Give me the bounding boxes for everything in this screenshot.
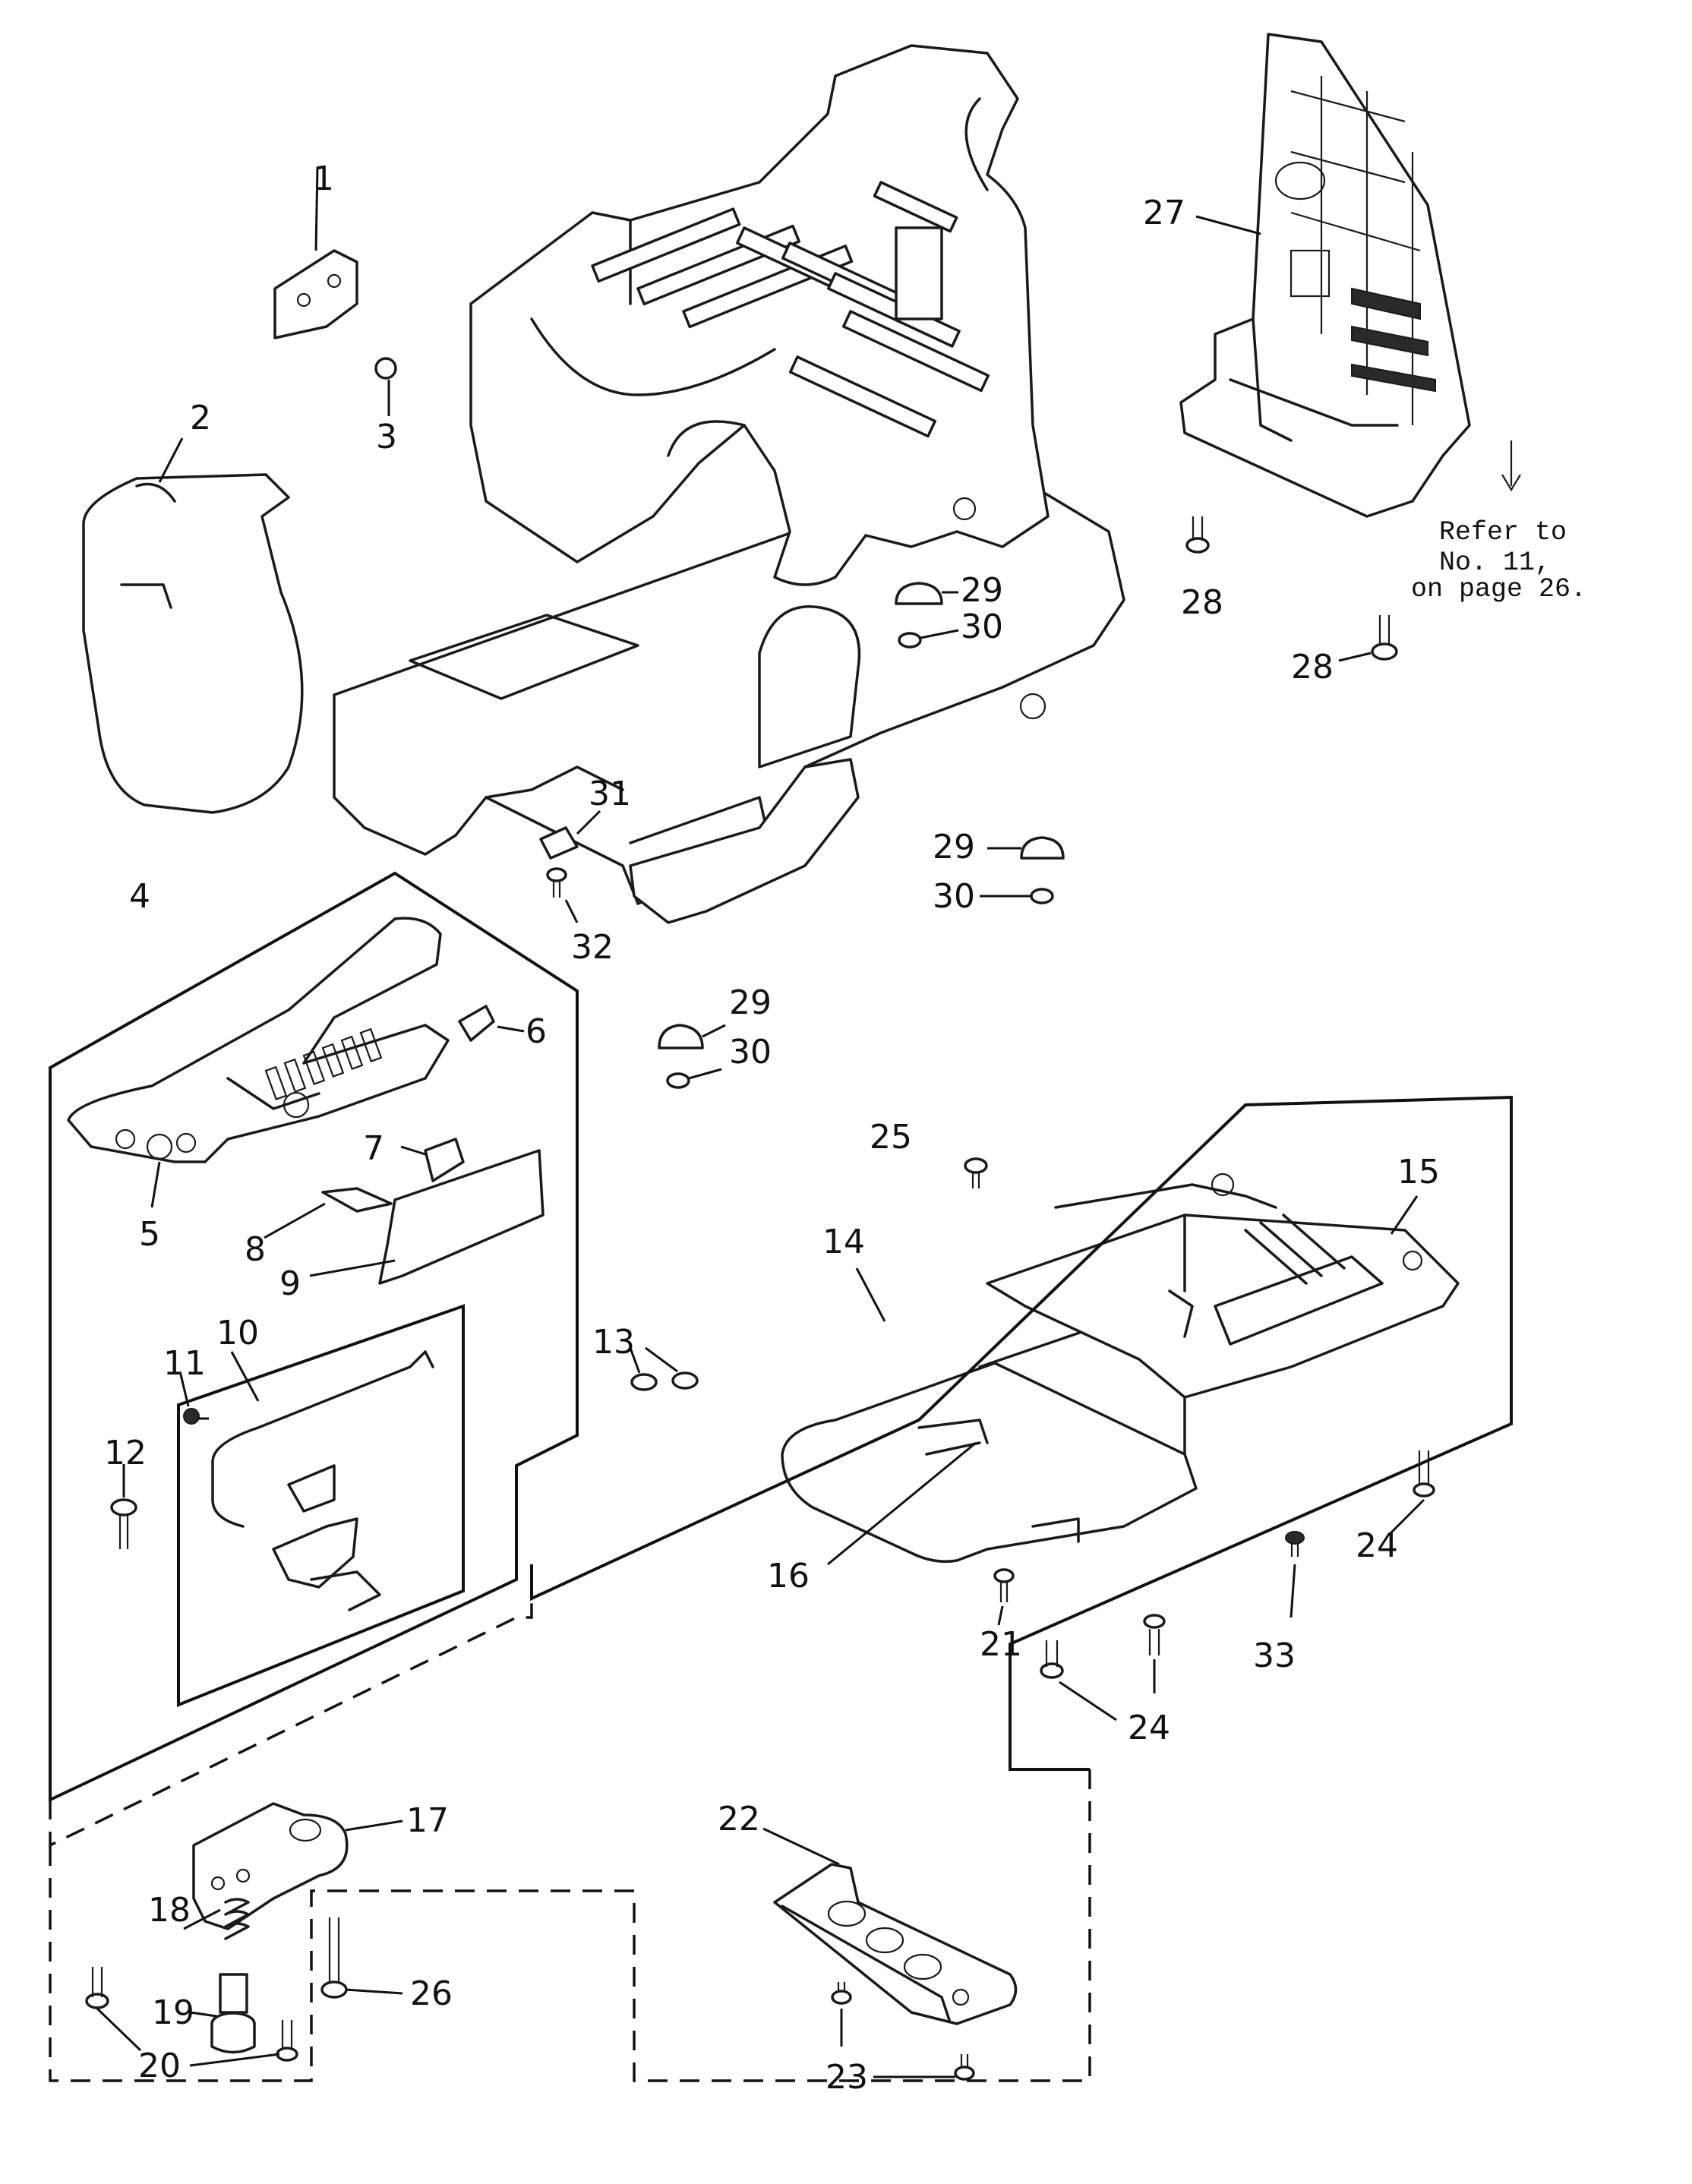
part-1-bracket xyxy=(273,166,358,339)
part-30-screw-c xyxy=(666,1068,722,1089)
label-33: 33 xyxy=(1253,1636,1296,1675)
part-33-screw xyxy=(1285,1531,1305,1618)
refer-note: Refer to No. 11, on page 26. xyxy=(1411,517,1586,604)
label-32: 32 xyxy=(571,928,614,967)
label-16: 16 xyxy=(767,1557,810,1595)
part-11-screw xyxy=(179,1374,209,1425)
label-24a: 24 xyxy=(1356,1526,1398,1565)
label-3: 3 xyxy=(376,418,397,456)
part-10-board xyxy=(177,1304,465,1707)
label-8: 8 xyxy=(245,1230,266,1269)
label-24b: 24 xyxy=(1128,1709,1170,1747)
label-26: 26 xyxy=(410,1974,453,2013)
label-6: 6 xyxy=(526,1012,547,1051)
label-29b: 29 xyxy=(933,828,975,866)
part-28-screws xyxy=(1185,516,1398,662)
refer-arrow xyxy=(1501,440,1521,492)
label-29a: 29 xyxy=(961,571,1003,610)
note-line-3: on page 26. xyxy=(1411,574,1586,604)
label-17: 17 xyxy=(406,1801,449,1840)
part-29-foot-b xyxy=(987,836,1065,860)
label-30c: 30 xyxy=(729,1033,772,1071)
part-29-foot-a xyxy=(895,582,958,605)
label-15: 15 xyxy=(1397,1153,1440,1191)
label-21: 21 xyxy=(980,1625,1022,1664)
label-1: 1 xyxy=(313,159,334,198)
part-16-label-plate xyxy=(827,1441,981,1566)
part-29-foot-c xyxy=(658,1024,726,1049)
label-12: 12 xyxy=(104,1434,147,1472)
part-6-clip xyxy=(458,1005,525,1042)
label-11: 11 xyxy=(163,1344,206,1383)
note-line-1: Refer to xyxy=(1439,517,1567,548)
part-17-arm xyxy=(192,1802,403,1930)
label-9: 9 xyxy=(279,1264,301,1303)
part-14-leader xyxy=(855,1267,886,1322)
label-31: 31 xyxy=(589,775,631,813)
label-28a: 28 xyxy=(1181,583,1223,622)
label-30b: 30 xyxy=(933,877,975,916)
label-30a: 30 xyxy=(961,608,1003,646)
label-20: 20 xyxy=(138,2047,181,2085)
part-labels: 1 2 3 4 5 6 7 8 9 10 11 12 13 14 15 16 1… xyxy=(104,159,1440,2097)
part-19-bushing xyxy=(189,1973,256,2054)
part-15-carriage xyxy=(986,1172,1460,1399)
part-21-screw xyxy=(993,1568,1015,1626)
label-10: 10 xyxy=(216,1314,259,1352)
machine-frame xyxy=(333,44,1125,924)
label-22: 22 xyxy=(718,1800,760,1838)
label-5: 5 xyxy=(139,1215,160,1254)
group-box-4 xyxy=(49,871,579,1803)
part-7-bracket xyxy=(400,1138,465,1182)
label-14: 14 xyxy=(822,1223,865,1261)
group-box-4-dashed xyxy=(49,1595,533,1848)
part-26-screw xyxy=(320,1917,403,1999)
frame-shafts xyxy=(591,181,990,438)
group-box-14 xyxy=(530,1095,1513,1771)
part-20-screws xyxy=(85,1967,298,2067)
part-8-plate xyxy=(264,1187,393,1239)
label-19: 19 xyxy=(152,1993,194,2032)
part-30-screw-b xyxy=(980,888,1054,904)
group-box-14-dashed xyxy=(49,1769,1091,2082)
label-23: 23 xyxy=(825,2058,868,2097)
part-9-cover-plate xyxy=(309,1149,545,1285)
part-18-spring xyxy=(183,1898,250,1940)
part-12-screw xyxy=(110,1464,137,1549)
part-31-clip xyxy=(539,810,601,860)
part-27-rear-cover xyxy=(1179,33,1471,518)
label-4: 4 xyxy=(129,877,150,916)
part-32-screw xyxy=(546,867,579,923)
label-29c: 29 xyxy=(729,983,772,1022)
label-28b: 28 xyxy=(1291,648,1334,686)
note-line-2: No. 11, xyxy=(1439,548,1551,578)
part-5-slots xyxy=(264,1027,383,1100)
part-5-base-plate xyxy=(67,917,450,1208)
part-13-screws xyxy=(629,1346,699,1391)
part-22-accessory-tray xyxy=(762,1827,1018,2025)
part-2-front-cover xyxy=(82,437,304,814)
label-2: 2 xyxy=(190,399,211,437)
label-25: 25 xyxy=(870,1118,912,1157)
label-18: 18 xyxy=(148,1891,191,1930)
part-23-screws xyxy=(831,1982,975,2081)
label-27: 27 xyxy=(1143,194,1185,232)
label-7: 7 xyxy=(363,1129,384,1168)
part-3-ring xyxy=(374,357,397,416)
part-25-screw xyxy=(964,1157,988,1188)
part-30-screw-a xyxy=(898,629,959,649)
part-24-screws xyxy=(1040,1450,1435,1722)
label-13: 13 xyxy=(592,1323,635,1362)
